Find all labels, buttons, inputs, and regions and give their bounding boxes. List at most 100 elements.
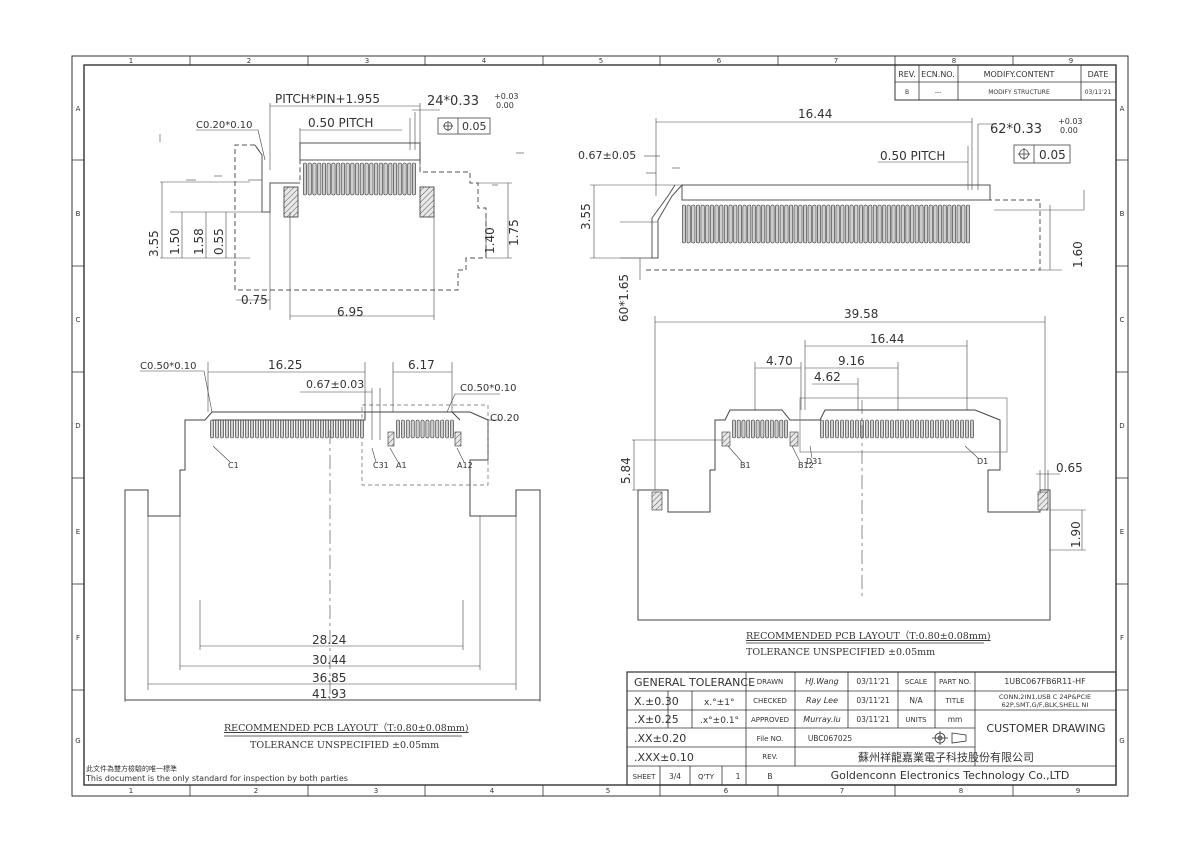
row-label: C — [76, 316, 81, 324]
pcb-pad — [330, 419, 334, 439]
pcb-pad — [830, 419, 834, 439]
pcb-pad — [255, 419, 259, 439]
rev-label: REV. — [762, 753, 777, 761]
pcb-pad — [415, 419, 420, 439]
col-label: 7 — [834, 57, 838, 65]
contact-pin — [858, 204, 863, 244]
ground-pad-left — [387, 431, 395, 447]
units-value: mm — [948, 715, 963, 724]
pcb-pad — [741, 419, 746, 439]
pcb-pad — [865, 419, 869, 439]
contact-pin — [896, 204, 901, 244]
contact-pin — [919, 204, 924, 244]
pad-array-left — [732, 419, 788, 439]
contact-pin — [965, 204, 970, 244]
contact-pin — [359, 162, 364, 196]
layout-note-tolerance: TOLERANCE UNSPECIFIED ±0.05mm — [746, 647, 935, 658]
chamfer-small: C0.20 — [490, 413, 519, 424]
frame-labels: 1 2 3 4 5 6 7 8 9 1 2 3 4 5 6 7 8 9 A B … — [75, 57, 1124, 795]
contact-pin — [765, 204, 770, 244]
contact-pin — [709, 204, 714, 244]
contact-pin — [882, 204, 887, 244]
dim-28-24: 28.24 — [312, 633, 346, 647]
row-label: F — [1120, 634, 1124, 642]
contact-pin — [910, 204, 915, 244]
angle-tol-1: x.°±1° — [704, 698, 734, 708]
tol-lower: 0.00 — [1060, 126, 1078, 135]
contact-pin — [686, 204, 691, 244]
layout-note-title: RECOMMENDED PCB LAYOUT（T:0.80±0.08mm) — [746, 630, 991, 642]
contact-pin — [961, 204, 966, 244]
col-label: 5 — [606, 787, 610, 795]
pin-width-dim: 24*0.33 — [427, 94, 479, 109]
tol-x: X.±0.30 — [634, 695, 679, 708]
pcb-pad — [774, 419, 779, 439]
col-label: 2 — [254, 787, 258, 795]
approved-label: APPROVED — [751, 716, 789, 724]
dim-1-50: 1.50 — [168, 228, 182, 255]
frame — [71, 55, 1129, 797]
contact-pin — [886, 204, 891, 244]
pcb-pad — [825, 419, 829, 439]
pin-label-c31: C31 — [373, 461, 389, 470]
contact-pin — [691, 204, 696, 244]
row-label: D — [1119, 422, 1124, 430]
mount-pad-right — [1037, 491, 1049, 511]
pcb-pad — [235, 419, 239, 439]
pitch-formula: PITCH*PIN+1.955 — [275, 92, 380, 106]
contact-pin — [317, 162, 322, 196]
pcb-pad — [225, 419, 229, 439]
qty-value: 1 — [736, 772, 741, 781]
ground-pad-right — [789, 431, 799, 447]
contact-pin — [364, 162, 369, 196]
contact-pin — [737, 204, 742, 244]
dim-36-85: 36.85 — [312, 671, 346, 685]
pin-label-d31: D31 — [806, 457, 822, 466]
dim-4-62: 4.62 — [814, 370, 841, 384]
contact-pin — [779, 204, 784, 244]
position-tolerance: 0.05 — [462, 120, 487, 133]
pcb-pad — [845, 419, 849, 439]
contact-pin — [723, 204, 728, 244]
pcb-pad — [350, 419, 354, 439]
content-header: MODIFY.CONTENT — [984, 70, 1055, 79]
contact-pin — [714, 204, 719, 244]
dim-0-75: 0.75 — [241, 293, 268, 307]
pcb-pad — [355, 419, 359, 439]
content-value: MODIFY STRUCTURE — [988, 89, 1050, 96]
col-label: 1 — [129, 57, 133, 65]
contact-pin — [326, 162, 331, 196]
dim-6-95: 6.95 — [337, 305, 364, 319]
shell-tab-right — [419, 186, 435, 218]
pin-array — [302, 162, 416, 196]
checked-label: CHECKED — [753, 697, 787, 705]
general-tolerance: GENERAL TOLERANCE — [634, 676, 755, 689]
contact-pin — [705, 204, 710, 244]
view-bottom-left: C0.50*0.10 16.25 6.17 0.67±0.03 C0.50*0.… — [124, 358, 541, 751]
dim-39-58: 39.58 — [844, 307, 878, 321]
contact-pin — [369, 162, 374, 196]
pcb-pad — [405, 419, 410, 439]
qty-label: Q'TY — [698, 773, 715, 781]
pcb-pad — [320, 419, 324, 439]
col-label: 1 — [129, 787, 133, 795]
file-value: UBC067025 — [808, 734, 853, 743]
part-label: PART NO. — [939, 678, 971, 686]
scale-label: SCALE — [905, 678, 927, 686]
pad-array-left — [210, 419, 364, 439]
pcb-pad — [820, 419, 824, 439]
row-label: G — [75, 737, 80, 745]
tol-xx: .X±0.25 — [634, 713, 679, 726]
pcb-pad — [280, 419, 284, 439]
pcb-pad — [425, 419, 430, 439]
pcb-pad — [736, 419, 741, 439]
pcb-pad — [275, 419, 279, 439]
pin-label-b1: B1 — [740, 461, 751, 470]
dimension-lines — [124, 362, 541, 702]
dim-6-17: 6.17 — [408, 358, 435, 372]
ecn-value: --- — [935, 89, 942, 96]
dimension-lines — [590, 118, 1085, 280]
contact-pin — [695, 204, 700, 244]
pcb-pad — [245, 419, 249, 439]
pad-array-right — [820, 419, 974, 439]
